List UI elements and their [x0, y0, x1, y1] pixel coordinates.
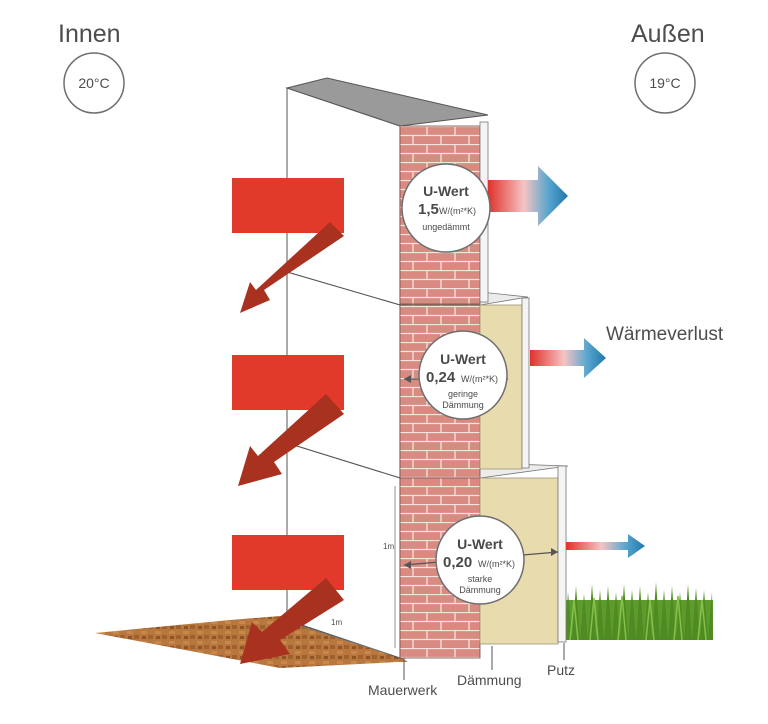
- label-plaster: Putz: [547, 662, 575, 678]
- label-masonry: Mauerwerk: [368, 682, 438, 698]
- inside-temperature: 20°C: [78, 75, 109, 91]
- heat-loss-arrows: [488, 166, 645, 558]
- u-value-desc-3b: Dämmung: [459, 585, 501, 595]
- inside-temperature-ring: [63, 52, 125, 114]
- u-value-title-3: U-Wert: [457, 536, 503, 552]
- width-dimension-line: [299, 625, 393, 656]
- u-value-unit-1: W/(m²*K): [439, 206, 476, 216]
- outside-title: Außen: [631, 20, 705, 48]
- u-value-3: 0,20: [443, 554, 472, 571]
- u-value-desc-1: ungedämmt: [422, 222, 470, 232]
- heat-arrows-inside: [232, 178, 344, 664]
- u-value-desc-3a: starke: [468, 574, 493, 584]
- outside-temperature-ring: [634, 52, 696, 114]
- label-insulation: Dämmung: [457, 672, 522, 688]
- inside-title: Innen: [58, 20, 121, 48]
- width-dimension: 1m: [331, 618, 342, 627]
- u-value-2: 0,24: [426, 369, 456, 386]
- u-value-desc-2b: Dämmung: [442, 400, 484, 410]
- plaster-middle: [521, 297, 530, 469]
- outside-temperature: 19°C: [649, 75, 680, 91]
- u-value-unit-2: W/(m²*K): [461, 374, 498, 384]
- u-value-badge-uninsulated: U-Wert 1,5 W/(m²*K) ungedämmt: [401, 163, 491, 253]
- grass: [565, 582, 713, 641]
- u-value-badge-low-insulation: U-Wert 0,24 W/(m²*K) geringe Dämmung: [404, 330, 508, 420]
- u-value-badge-strong-insulation: U-Wert 0,20 W/(m²*K) starke Dämmung: [403, 515, 559, 605]
- u-value-unit-3: W/(m²*K): [478, 559, 515, 569]
- u-value-title-2: U-Wert: [440, 351, 486, 367]
- u-value-desc-2a: geringe: [448, 389, 478, 399]
- u-value-1: 1,5: [418, 201, 439, 218]
- layer-labels: Mauerwerk Dämmung Putz: [368, 643, 575, 698]
- height-dimension: 1m: [383, 542, 394, 551]
- heat-loss-label: Wärmeverlust: [606, 324, 724, 345]
- plaster-bottom: [557, 465, 567, 643]
- u-value-title-1: U-Wert: [423, 183, 469, 199]
